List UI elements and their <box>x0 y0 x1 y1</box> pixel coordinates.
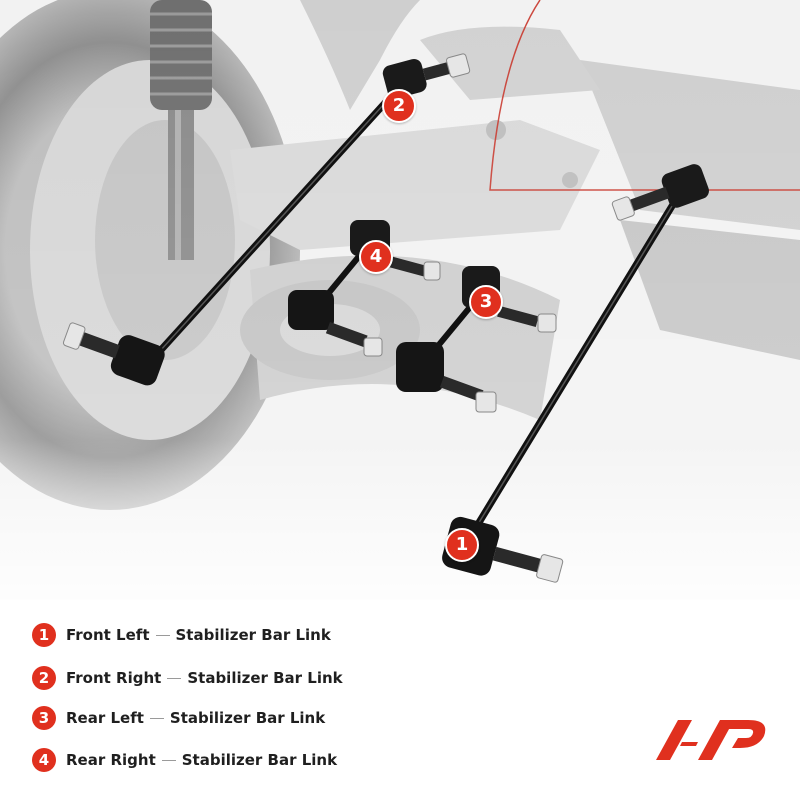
badge-link-2: 2 <box>382 89 416 123</box>
legend-position: Rear Right <box>66 751 156 769</box>
legend-position: Rear Left <box>66 709 144 727</box>
legend-divider <box>155 634 170 636</box>
badge-link-3: 3 <box>469 285 503 319</box>
legend-number: 1 <box>32 623 56 647</box>
legend-position: Front Right <box>66 669 162 687</box>
legend-divider <box>167 677 182 679</box>
stabilizer-link-rear-right <box>288 220 441 357</box>
legend-part-name: Stabilizer Bar Link <box>175 626 331 644</box>
legend-row: 4 Rear Right Stabilizer Bar Link <box>32 746 337 774</box>
legend-number: 3 <box>32 706 56 730</box>
legend-number: 4 <box>32 748 56 772</box>
legend-divider <box>161 759 176 761</box>
stabilizer-link-front-left <box>442 164 709 583</box>
legend-part-name: Stabilizer Bar Link <box>181 751 338 769</box>
legend-position: Front Left <box>66 626 150 644</box>
badge-link-4: 4 <box>359 240 393 274</box>
legend-row: 1 Front Left Stabilizer Bar Link <box>32 621 331 649</box>
legend-row: 2 Front Right Stabilizer Bar Link <box>32 664 343 692</box>
legend-number: 2 <box>32 666 56 690</box>
legend-row: 3 Rear Left Stabilizer Bar Link <box>32 704 325 732</box>
legend-part-name: Stabilizer Bar Link <box>169 709 326 727</box>
legend-part-name: Stabilizer Bar Link <box>187 669 343 687</box>
ap-logo <box>656 720 766 760</box>
stabilizer-link-front-right <box>62 53 471 386</box>
badge-link-1: 1 <box>445 528 479 562</box>
legend-divider <box>149 717 164 719</box>
